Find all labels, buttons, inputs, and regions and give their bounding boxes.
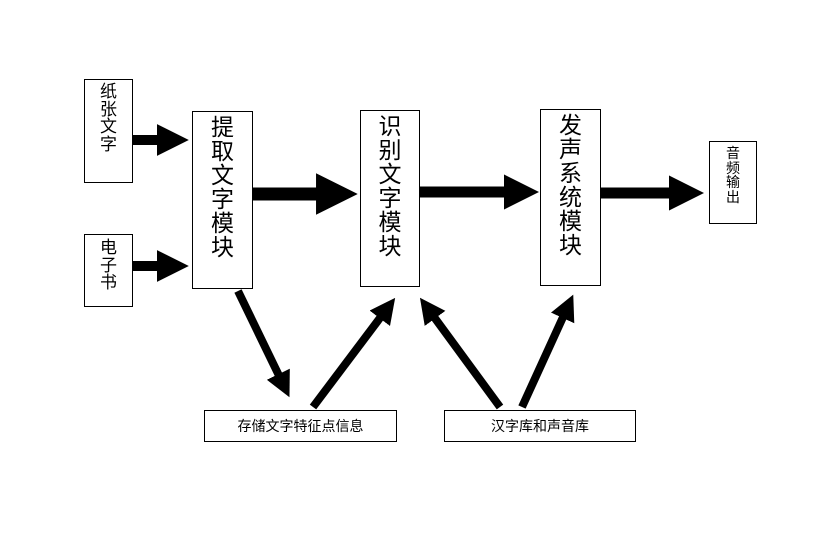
node-ebook: 电子书 — [84, 234, 133, 307]
arrow-extract-to-storage — [234, 289, 290, 398]
node-speech-module-label: 发声系统模块 — [559, 113, 582, 259]
node-recognize-module: 识别文字模块 — [360, 110, 420, 287]
node-speech-module: 发声系统模块 — [540, 109, 601, 286]
node-char-sound-library: 汉字库和声音库 — [444, 410, 636, 442]
node-extract-module: 提取文字模块 — [192, 111, 253, 289]
node-recognize-module-label: 识别文字模块 — [378, 114, 402, 260]
node-feature-storage-label: 存储文字特征点信息 — [237, 419, 364, 435]
node-audio-output: 音频输出 — [709, 141, 757, 224]
node-extract-module-label: 提取文字模块 — [211, 115, 234, 261]
arrow-library-to-speech — [518, 294, 575, 409]
node-char-sound-library-label: 汉字库和声音库 — [491, 419, 589, 435]
arrow-storage-to-recognize — [309, 297, 396, 410]
node-audio-output-label: 音频输出 — [726, 146, 740, 206]
arrow-library-to-recognize — [419, 297, 504, 410]
node-ebook-label: 电子书 — [100, 238, 117, 294]
node-paper-text: 纸张文字 — [84, 79, 133, 183]
node-paper-text-label: 纸张文字 — [100, 82, 117, 156]
node-feature-storage: 存储文字特征点信息 — [204, 410, 397, 442]
